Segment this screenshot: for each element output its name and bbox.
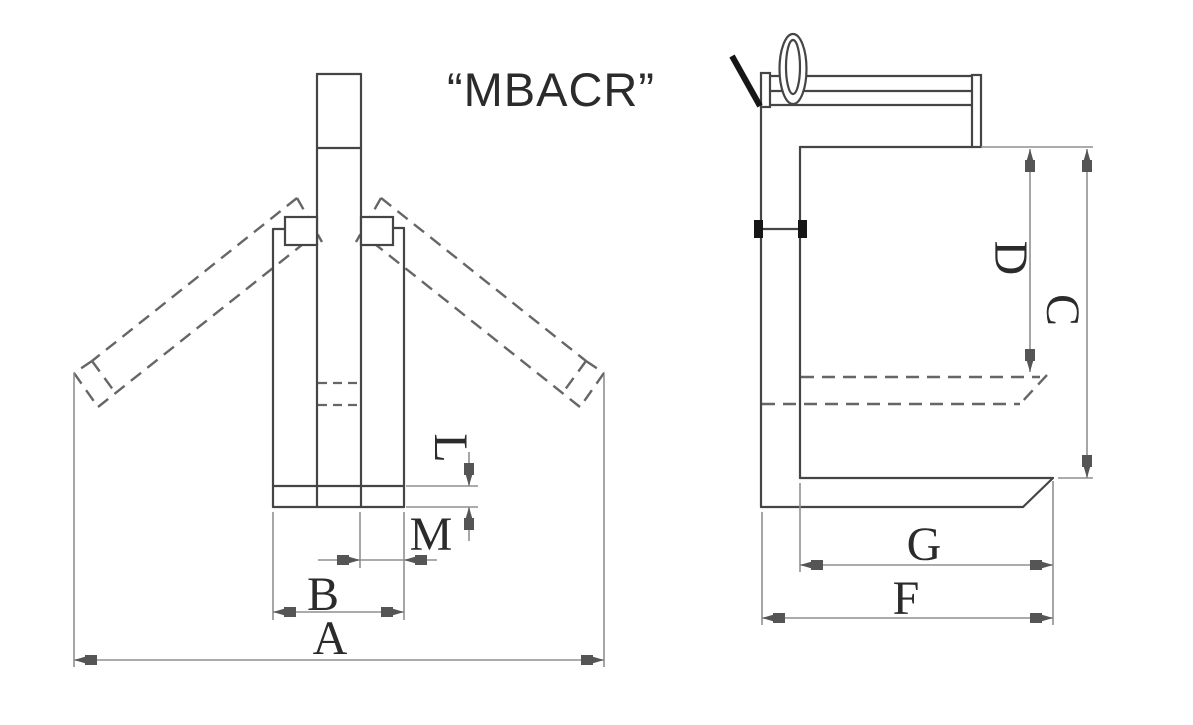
pivot-lug-left [283,215,319,247]
dim-label-m: M [410,508,453,561]
pivot-lug-right [359,215,395,247]
locking-pin [754,220,808,238]
dim-label-g: G [907,518,942,571]
dimension-D: D [981,146,1093,372]
dimension-A: A [73,373,605,667]
crane-hook-tip [729,54,763,108]
dim-label-a: A [313,612,348,665]
fork-blade-phantom [762,374,1048,406]
fork-body [271,226,406,509]
dimension-L: L [406,433,478,541]
dimension-F: F [761,512,1053,625]
fork-frame [759,103,1055,509]
dim-label-f: F [893,572,920,625]
dimension-B: B [272,512,404,621]
dimension-C: C [1036,149,1093,479]
front-view-drawing: L M B A [73,72,605,667]
dimension-G: G [799,481,1054,625]
dim-label-l: L [424,433,477,462]
side-view-drawing: D C G F [729,32,1093,625]
lifting-ring [778,32,808,106]
rail-end-plate-left [759,71,772,109]
model-title: “MBACR” [447,63,655,116]
dimension-M: M [318,508,452,620]
dim-label-c: C [1036,294,1089,326]
mast [315,72,363,509]
dim-label-b: B [307,568,339,621]
rail-end-plate-right [970,73,983,149]
dim-label-d: D [984,241,1037,276]
